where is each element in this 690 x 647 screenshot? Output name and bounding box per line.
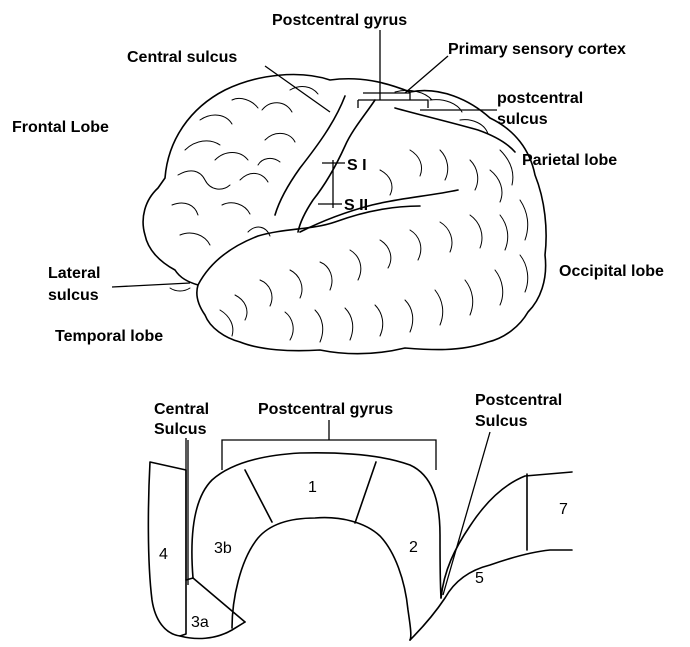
label-central-sulcus-bottom-1: Central	[154, 401, 209, 418]
area-5-label: 5	[475, 570, 484, 587]
divider-3b-1	[245, 470, 272, 522]
label-lateral-sulcus-1: Lateral	[48, 265, 100, 282]
area-3a-label: 3a	[191, 614, 209, 631]
lateral-sulcus-notch	[170, 288, 190, 291]
area-3b-label: 3b	[214, 540, 232, 557]
central-sulcus-line	[275, 96, 345, 215]
postcentral-cross-section	[148, 420, 572, 640]
label-parietal-lobe: Parietal lobe	[522, 152, 617, 169]
label-occipital-lobe: Occipital lobe	[559, 263, 664, 280]
area-2-label: 2	[409, 539, 418, 556]
label-postcentral-sulcus-bottom-2: Sulcus	[475, 413, 528, 430]
gyri-folds	[172, 87, 528, 342]
area-7-label: 7	[559, 501, 568, 518]
label-postcentral-sulcus-top-2: sulcus	[497, 111, 548, 128]
leader-postcentral-bracket	[358, 100, 428, 108]
bracket-postcentral-gyrus	[222, 440, 436, 470]
gyrus-outer-arc	[192, 453, 441, 598]
label-postcentral-sulcus-bottom-1: Postcentral	[475, 392, 562, 409]
label-central-sulcus-bottom-2: Sulcus	[154, 421, 207, 438]
label-temporal-lobe: Temporal lobe	[55, 328, 163, 345]
label-s2: S II	[344, 197, 368, 214]
label-primary-sensory-cortex: Primary sensory cortex	[448, 41, 626, 58]
label-s1: S I	[347, 157, 367, 174]
area-1-label: 1	[308, 479, 317, 496]
leader-central-sulcus	[265, 66, 330, 112]
lateral-brain-view	[112, 30, 546, 354]
leader-primary-sensory	[405, 56, 448, 93]
divider-1-2	[355, 462, 376, 523]
area-4-label: 4	[159, 546, 168, 563]
label-postcentral-gyrus-top: Postcentral gyrus	[272, 12, 407, 29]
label-postcentral-sulcus-top-1: postcentral	[497, 90, 583, 107]
label-lateral-sulcus-2: sulcus	[48, 287, 99, 304]
divider-3a-left	[186, 578, 193, 580]
label-central-sulcus-top: Central sulcus	[127, 49, 237, 66]
area-3a-bottom	[180, 622, 245, 638]
gyrus-inner-arc	[232, 518, 411, 640]
label-frontal-lobe: Frontal Lobe	[12, 119, 109, 136]
leader-primary-sensory-box	[363, 93, 410, 100]
leader-lateral-sulcus	[112, 283, 190, 287]
label-postcentral-gyrus-bottom: Postcentral gyrus	[258, 401, 393, 418]
area-5-outer	[410, 550, 572, 640]
